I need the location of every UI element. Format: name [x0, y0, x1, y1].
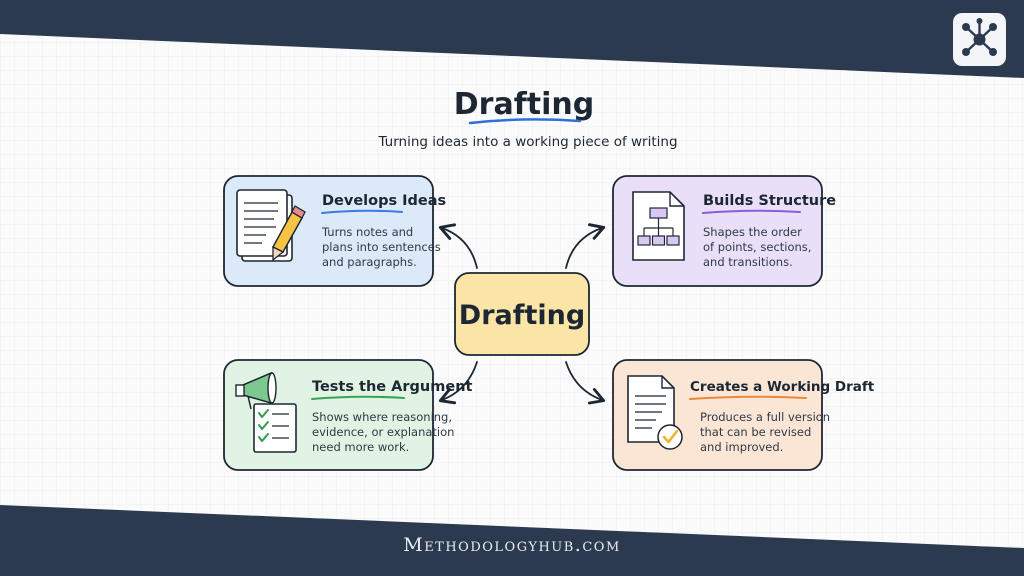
connector-arrows — [438, 223, 606, 405]
diagram-title: Drafting — [454, 87, 594, 122]
card-body-line: and transitions. — [703, 255, 793, 269]
arrow-to-builds-structure — [565, 223, 606, 269]
card-title-underline — [311, 395, 405, 400]
card-working-draft: Creates a Working Draft Produces a full … — [612, 359, 875, 471]
card-body-line: that can be revised — [700, 425, 811, 439]
card-title: Tests the Argument — [312, 379, 473, 395]
card-body-line: Shapes the order — [703, 225, 802, 239]
card-body-line: Produces a full version — [700, 410, 830, 424]
card-body-line: evidence, or explanation — [312, 425, 454, 439]
card-body-line: Turns notes and — [321, 225, 413, 239]
network-graph-icon — [962, 18, 997, 56]
megaphone-checklist-icon — [235, 371, 297, 453]
card-title-underline — [321, 209, 403, 214]
footer-site-link[interactable]: Methodologyhub.com — [403, 534, 621, 556]
card-builds-structure: Builds Structure Shapes the order of poi… — [612, 175, 836, 287]
title-underline — [468, 118, 582, 125]
arrow-to-develops-ideas — [438, 223, 478, 269]
card-develops-ideas: Develops Ideas Turns notes and plans int… — [223, 175, 446, 287]
document-hierarchy-icon — [632, 191, 685, 261]
arrow-to-working-draft — [565, 361, 606, 405]
document-check-icon — [627, 375, 683, 450]
center-label: Drafting — [459, 300, 585, 331]
diagram-subtitle: Turning ideas into a working piece of wr… — [377, 134, 677, 150]
card-body-line: and paragraphs. — [322, 255, 417, 269]
center-node: Drafting — [454, 272, 590, 356]
card-title: Develops Ideas — [322, 193, 446, 209]
document-pencil-icon — [236, 189, 306, 262]
card-body-line: Shows where reasoning, — [312, 410, 452, 424]
arrow-to-tests-argument — [438, 361, 478, 405]
card-body-line: plans into sentences — [322, 240, 441, 254]
card-title-underline — [702, 209, 801, 214]
card-title: Builds Structure — [703, 193, 836, 209]
card-body-line: of points, sections, — [703, 240, 811, 254]
card-title-underline — [689, 395, 807, 400]
card-body-line: and improved. — [700, 440, 783, 454]
card-body-line: need more work. — [312, 440, 409, 454]
card-tests-argument: Tests the Argument Shows where reasoning… — [223, 359, 473, 471]
network-logo-icon[interactable] — [953, 13, 1006, 66]
card-title: Creates a Working Draft — [690, 379, 875, 395]
